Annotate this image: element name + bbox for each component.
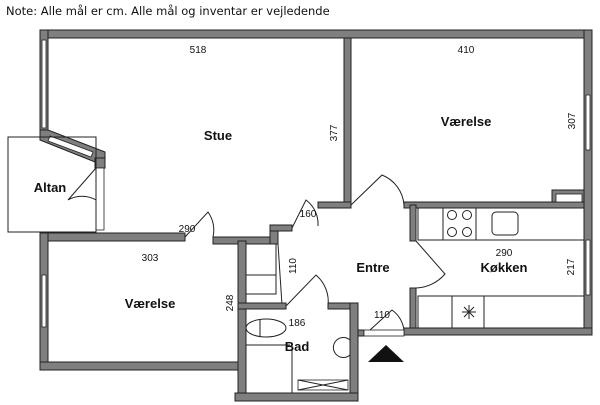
- window-kokken: [585, 239, 591, 296]
- counter-bottom: [417, 295, 585, 329]
- dim-vaerelse-top-width: 410: [458, 45, 475, 56]
- closet: [245, 243, 277, 295]
- counter-top: [417, 207, 585, 241]
- door-swing-kokken: [415, 240, 446, 289]
- altan-door-frame: [95, 167, 105, 231]
- toilet: [245, 318, 287, 338]
- wall-bad-top-left: [237, 302, 287, 310]
- wall-kokken-top: [403, 201, 585, 209]
- dim-entry-door: 110: [374, 310, 390, 321]
- kitchen-sink: [491, 211, 519, 236]
- wall-entre-top-left: [269, 224, 293, 232]
- disclaimer-note: Note: Alle mål er cm. Alle mål og invent…: [6, 4, 330, 18]
- door-swing-vaerelse-top: [350, 174, 405, 206]
- balcony-outline: [7, 136, 97, 233]
- door-swing-stue: [291, 199, 319, 229]
- shower-lines: [246, 344, 293, 393]
- entrance-arrow-icon: [368, 345, 404, 362]
- dim-vaerelse-bottom-depth: 248: [225, 294, 236, 311]
- window-vaerelse-top: [585, 94, 591, 151]
- bad-sink: [332, 337, 351, 358]
- door-swing-vaerelse-bottom: [184, 211, 215, 238]
- fan-icon: [462, 305, 476, 319]
- wall-bad-right: [349, 302, 359, 402]
- entry-door-swing: [369, 309, 405, 331]
- room-label-stue: Stue: [204, 128, 232, 143]
- vent-box: [555, 193, 583, 203]
- dim-vaerelse-bottom-width: 303: [142, 253, 159, 264]
- room-label-vaerelse-top: Værelse: [441, 114, 492, 129]
- wall-bottom-bad: [234, 392, 359, 402]
- dim-vaerelse-top-depth: 307: [567, 112, 578, 129]
- stove: [442, 207, 477, 241]
- wall-bottom-left: [39, 361, 241, 371]
- wall-entre-top: [317, 201, 352, 209]
- bad-vent-cross: [297, 379, 349, 391]
- closet-door-line: [277, 243, 283, 306]
- wall-vaerelse-right: [237, 240, 247, 402]
- room-label-altan: Altan: [34, 180, 67, 195]
- dim-290-hall: 290: [179, 224, 196, 235]
- wall-divider-vertical: [343, 37, 352, 209]
- wall-top: [39, 29, 593, 39]
- window-vaerelse-bottom: [41, 274, 47, 328]
- dim-kokken-depth: 217: [566, 258, 577, 275]
- door-swing-bad: [285, 274, 329, 307]
- room-label-kokken: Køkken: [481, 260, 528, 275]
- dim-kokken-width: 290: [496, 248, 513, 259]
- dim-entre-160: 160: [300, 209, 317, 220]
- wall-kokken-left-upper: [409, 204, 417, 242]
- dim-entre-110: 110: [288, 258, 299, 274]
- dim-stue-depth: 377: [329, 124, 340, 141]
- entry-door-frame: [363, 329, 405, 337]
- wall-kokken-bottom: [403, 327, 593, 336]
- altan-door-swing: [67, 167, 97, 201]
- room-label-entre: Entre: [356, 260, 389, 275]
- stove-burners: [447, 210, 472, 237]
- window-bay: [47, 135, 94, 158]
- wall-stue-bottom-left: [39, 232, 186, 242]
- room-label-vaerelse-bottom: Værelse: [125, 296, 176, 311]
- dim-stue-width: 518: [190, 45, 207, 56]
- room-label-bad: Bad: [285, 339, 310, 354]
- dim-bad-width: 186: [289, 318, 306, 329]
- wall-entry-left: [357, 329, 365, 337]
- window-stue-left: [41, 39, 47, 129]
